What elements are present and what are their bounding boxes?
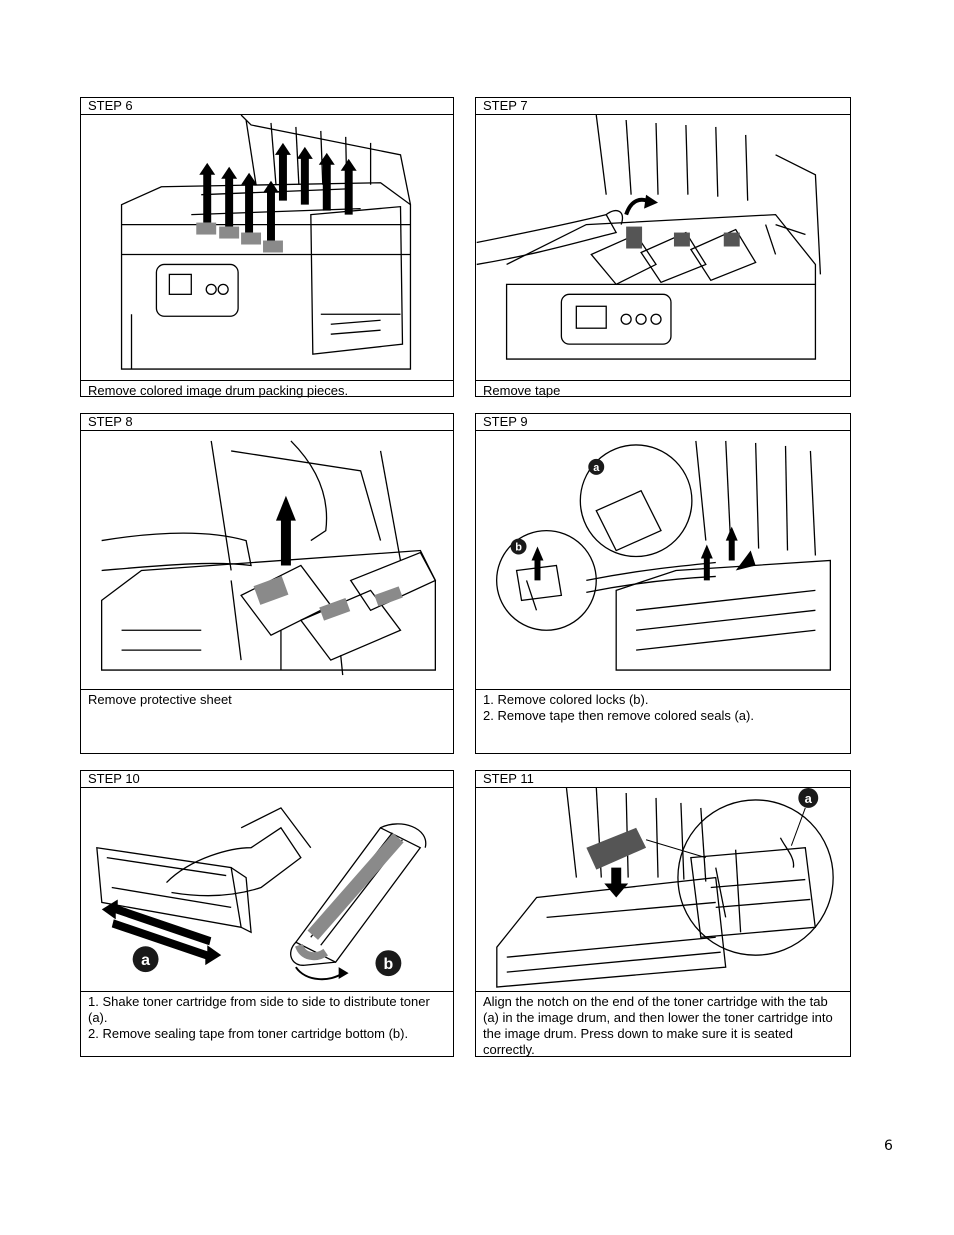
step-8-header: STEP 8 xyxy=(81,414,453,431)
step-8-caption: Remove protective sheet xyxy=(81,690,453,708)
step-11-header: STEP 11 xyxy=(476,771,850,788)
step-6-panel: STEP 6 xyxy=(80,97,454,399)
step-10-header: STEP 10 xyxy=(81,771,453,788)
step-9-illustration: a b xyxy=(476,431,850,690)
step-7-header: STEP 7 xyxy=(476,98,850,115)
caption-line: 1. Remove colored locks (b). xyxy=(483,692,649,707)
callout-b-label: b xyxy=(515,542,522,554)
step-9-header: STEP 9 xyxy=(476,414,850,431)
caption-line: 2. Remove tape then remove colored seals… xyxy=(483,708,754,723)
page-number: 6 xyxy=(884,1138,893,1154)
step-9-caption: 1. Remove colored locks (b). 2. Remove t… xyxy=(476,690,850,724)
caption-line: 1. Shake toner cartridge from side to si… xyxy=(88,994,430,1025)
shake-toner-cartridge-illustration: a b xyxy=(96,807,427,981)
callout-a-icon xyxy=(588,458,605,475)
caption-line: Remove colored image drum packing pieces… xyxy=(88,383,349,398)
step-10-illustration: a b xyxy=(81,788,453,992)
callout-a-label: a xyxy=(141,952,150,969)
remove-locks-and-seals-illustration: a b xyxy=(495,440,831,671)
step-9-panel: STEP 9 a xyxy=(475,413,851,754)
callout-b-label: b xyxy=(384,956,394,973)
callout-b-icon xyxy=(375,950,402,977)
callout-a-icon xyxy=(132,946,159,973)
callout-a-label: a xyxy=(805,791,813,806)
callout-a-icon xyxy=(798,788,819,808)
step-6-illustration xyxy=(81,115,453,381)
step-7-caption: Remove tape xyxy=(476,381,850,399)
step-6-header: STEP 6 xyxy=(81,98,453,115)
step-11-panel: STEP 11 a Align xyxy=(475,770,851,1057)
step-10-panel: STEP 10 a b xyxy=(80,770,454,1057)
printer-drum-packing-illustration xyxy=(120,115,412,370)
step-10-caption: 1. Shake toner cartridge from side to si… xyxy=(81,992,453,1042)
step-8-panel: STEP 8 Remove protective xyxy=(80,413,454,754)
caption-line: 2. Remove sealing tape from toner cartri… xyxy=(88,1026,409,1041)
caption-line: Align the notch on the end of the toner … xyxy=(483,994,833,1057)
step-6-caption: Remove colored image drum packing pieces… xyxy=(81,381,453,399)
step-8-illustration xyxy=(81,431,453,690)
callout-a-label: a xyxy=(593,462,600,474)
step-11-illustration: a xyxy=(476,788,850,992)
callout-b-icon xyxy=(510,538,527,555)
step-7-illustration xyxy=(476,115,850,381)
caption-line: Remove protective sheet xyxy=(88,692,232,707)
remove-protective-sheet-illustration xyxy=(100,440,437,676)
step-7-panel: STEP 7 xyxy=(475,97,851,399)
remove-tape-illustration xyxy=(476,115,822,360)
caption-line: Remove tape xyxy=(483,383,561,398)
step-11-caption: Align the notch on the end of the toner … xyxy=(476,992,850,1058)
insert-toner-cartridge-illustration: a xyxy=(496,788,834,988)
